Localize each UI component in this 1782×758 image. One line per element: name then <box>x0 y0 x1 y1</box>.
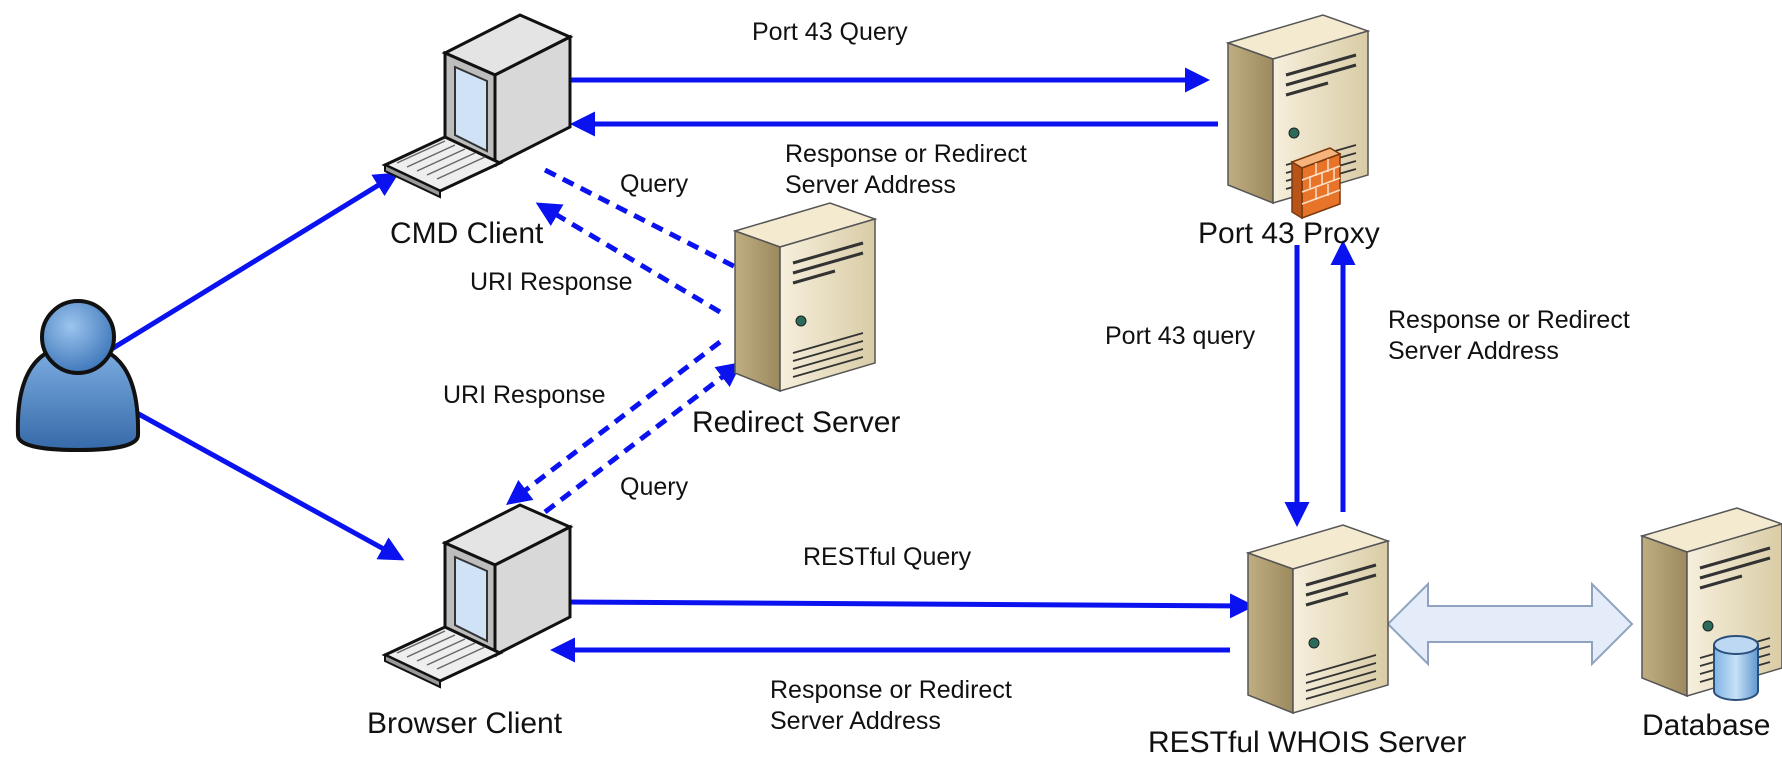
redirect-server-label: Redirect Server <box>692 406 900 439</box>
restful-whois-server-label: RESTful WHOIS Server <box>1148 726 1466 758</box>
database-label: Database <box>1642 709 1770 742</box>
browser-client-computer-icon <box>383 503 572 689</box>
user-icon <box>15 299 141 453</box>
edge-label-whois-response-line1: Response or Redirect <box>1388 306 1630 334</box>
cmd-client-label: CMD Client <box>390 217 544 250</box>
dashed-arrow-cmd-uri-response <box>535 202 722 315</box>
database-cylinder-icon <box>1713 635 1759 701</box>
port43-proxy-label: Port 43 Proxy <box>1198 217 1380 250</box>
edge-label-cmd-query: Query <box>620 170 689 198</box>
arrow-browser-to-whois <box>567 593 1255 619</box>
database-server-icon <box>1640 506 1782 698</box>
double-arrow-whois-database <box>1386 581 1634 667</box>
edge-label-whois-response-line2: Server Address <box>1388 337 1559 365</box>
firewall-icon <box>1290 147 1342 220</box>
edge-label-browser-uri-response: URI Response <box>443 381 606 409</box>
edge-label-browser-response-line1: Response or Redirect <box>770 676 1012 704</box>
browser-client-label: Browser Client <box>367 707 563 740</box>
cmd-client-computer-icon <box>383 13 572 199</box>
arrow-user-to-cmd <box>108 172 400 353</box>
edge-label-port43-query-top: Port 43 Query <box>752 18 908 46</box>
dashed-arrow-cmd-query <box>543 167 770 285</box>
edge-label-cmd-uri-response: URI Response <box>470 268 633 296</box>
arrow-user-to-browser <box>133 409 405 561</box>
edge-label-proxy-response-line1: Response or Redirect <box>785 140 1027 168</box>
edge-label-browser-response-line2: Server Address <box>770 707 941 735</box>
restful-whois-server-icon <box>1246 523 1390 715</box>
edge-label-proxy-response-line2: Server Address <box>785 171 956 199</box>
dashed-arrow-browser-uri-response <box>506 340 722 506</box>
redirect-server-icon <box>733 201 877 393</box>
dashed-arrow-browser-query <box>543 361 742 514</box>
edge-label-browser-query: Query <box>620 473 689 501</box>
dashed-arrows <box>506 167 770 514</box>
arrows <box>108 67 1356 663</box>
edge-label-port43-query-vertical: Port 43 query <box>1105 322 1256 350</box>
edge-label-restful-query: RESTful Query <box>803 543 972 571</box>
